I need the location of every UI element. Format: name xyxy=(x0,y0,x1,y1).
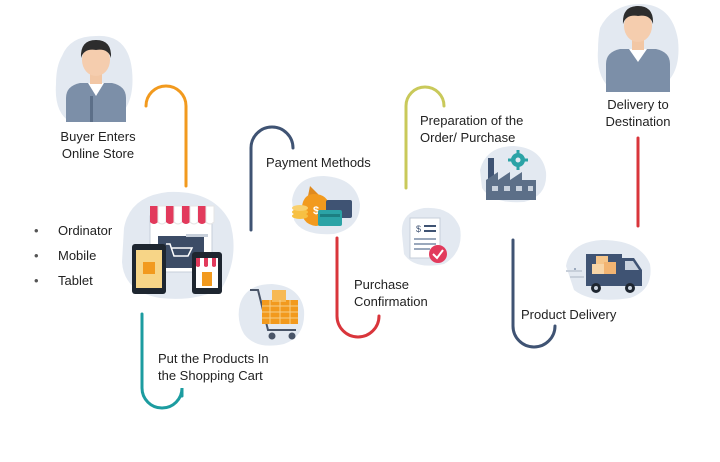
shopping-cart-icon xyxy=(238,284,305,346)
step-preparation-label: Preparation of the Order/ Purchase xyxy=(420,113,524,145)
connector-olive xyxy=(404,85,446,190)
recipient-person-icon xyxy=(597,4,679,92)
storefront-devices-icon xyxy=(122,191,234,299)
step-buyer-enters-label: Buyer Enters Online Store xyxy=(60,129,136,161)
device-item: • Mobile xyxy=(34,243,112,268)
device-label: Tablet xyxy=(58,273,93,288)
bullet-icon: • xyxy=(34,273,39,288)
money-bag-icon: $ xyxy=(292,176,360,235)
invoice-check-icon: $ xyxy=(401,207,461,266)
step-delivery-destination-label: Delivery to Destination xyxy=(605,97,671,129)
step-payment-methods-label: Payment Methods xyxy=(266,155,371,170)
device-item: • Tablet xyxy=(34,268,112,293)
connector-orange xyxy=(144,84,188,188)
delivery-truck-icon xyxy=(566,240,651,300)
connector-navy-delivery xyxy=(511,238,557,349)
bullet-icon: • xyxy=(34,223,39,238)
step-put-products-label: Put the Products In the Shopping Cart xyxy=(158,351,269,383)
connector-navy-payment xyxy=(249,125,295,232)
device-list: • Ordinator • Mobile • Tablet xyxy=(34,218,112,293)
device-item: • Ordinator xyxy=(34,218,112,243)
buyer-person-icon xyxy=(55,35,133,122)
connector-teal xyxy=(140,312,184,410)
step-purchase-confirmation-label: Purchase Confirmation xyxy=(354,277,428,309)
step-product-delivery-label: Product Delivery xyxy=(521,307,617,322)
connector-red-confirm xyxy=(335,236,381,339)
svg-text:$: $ xyxy=(416,224,421,234)
svg-text:$: $ xyxy=(313,205,319,217)
device-label: Mobile xyxy=(58,248,97,263)
factory-gear-icon xyxy=(480,146,547,203)
device-label: Ordinator xyxy=(58,223,113,238)
bullet-icon: • xyxy=(34,248,39,263)
